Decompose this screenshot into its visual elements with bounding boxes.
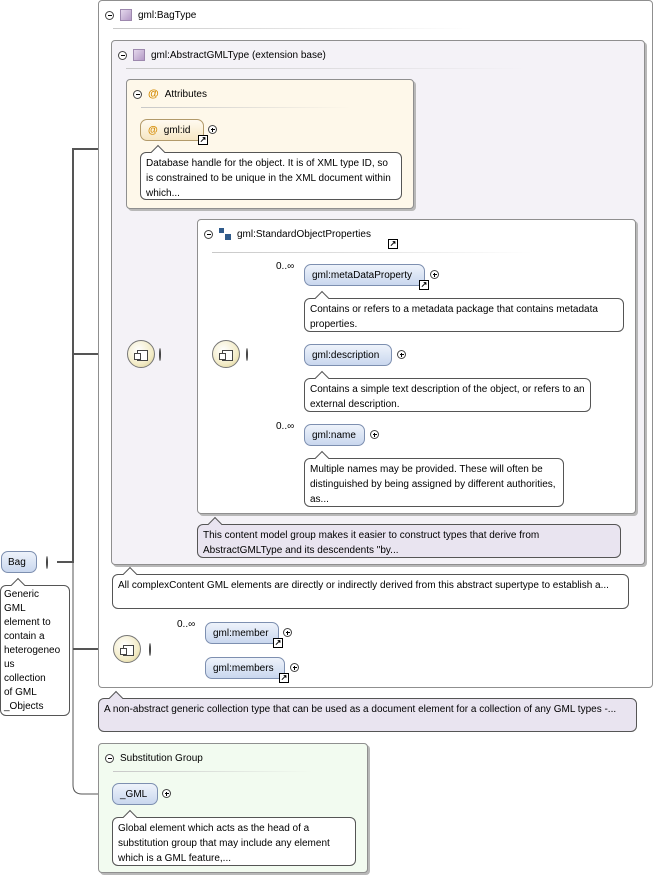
attribute-gml-id[interactable]: @ gml:id ↗ bbox=[140, 119, 208, 145]
substitution-doc: Global element which acts as the head of… bbox=[112, 817, 356, 866]
collapse-icon[interactable] bbox=[105, 753, 114, 763]
std-header: gml:StandardObjectProperties bbox=[204, 226, 371, 242]
multiplicity-label: 0..∞ bbox=[177, 619, 196, 630]
reference-arrow-icon: ↗ bbox=[198, 135, 208, 145]
std-doc: This content model group makes it easier… bbox=[197, 524, 621, 558]
collapse-icon[interactable] bbox=[118, 50, 127, 60]
group-icon bbox=[219, 228, 231, 240]
element-label: gml:description bbox=[312, 349, 380, 361]
complex-type-icon bbox=[120, 9, 132, 21]
attribute-doc: Database handle for the object. It is of… bbox=[140, 152, 402, 200]
name-doc: Multiple names may be provided. These wi… bbox=[304, 458, 564, 507]
reference-arrow-icon: ↗ bbox=[388, 239, 398, 249]
expand-icon[interactable] bbox=[370, 430, 379, 439]
collapse-icon[interactable] bbox=[149, 643, 151, 656]
attribute-icon: @ bbox=[148, 88, 159, 100]
bagtype-doc: A non-abstract generic collection type t… bbox=[98, 698, 637, 732]
element-label: gml:name bbox=[312, 429, 356, 441]
element-gml-name[interactable]: gml:name bbox=[304, 424, 365, 446]
multiplicity-label: 0..∞ bbox=[276, 261, 295, 272]
std-title: gml:StandardObjectProperties bbox=[237, 228, 371, 240]
element-bag[interactable]: Bag bbox=[1, 551, 37, 573]
abstract-type-title: gml:AbstractGMLType (extension base) bbox=[151, 49, 326, 61]
attribute-icon: @ bbox=[148, 124, 158, 136]
element-label: _GML bbox=[120, 788, 148, 800]
expand-icon[interactable] bbox=[208, 125, 217, 134]
metadata-doc: Contains or refers to a metadata package… bbox=[304, 298, 624, 332]
abstract-doc: All complexContent GML elements are dire… bbox=[112, 574, 629, 609]
element-gml-members[interactable]: gml:members ↗ bbox=[205, 657, 289, 683]
bagtype-header: gml:BagType bbox=[105, 7, 196, 23]
attributes-header: @ Attributes bbox=[133, 86, 207, 102]
element-label: Bag bbox=[8, 556, 26, 568]
reference-arrow-icon: ↗ bbox=[279, 673, 289, 683]
bag-doc: Generic GML element to contain a heterog… bbox=[0, 585, 70, 716]
collapse-icon[interactable] bbox=[204, 229, 213, 239]
bagtype-title: gml:BagType bbox=[138, 9, 197, 21]
collapse-icon[interactable] bbox=[46, 556, 48, 569]
description-doc: Contains a simple text description of th… bbox=[304, 378, 591, 412]
substitution-header: Substitution Group bbox=[105, 750, 203, 766]
expand-icon[interactable] bbox=[162, 789, 171, 798]
element-gml-member[interactable]: gml:member ↗ bbox=[205, 622, 283, 648]
element-gml-metadataproperty[interactable]: gml:metaDataProperty ↗ bbox=[304, 264, 429, 290]
attribute-label: gml:id bbox=[163, 124, 191, 136]
abstract-type-header: gml:AbstractGMLType (extension base) bbox=[118, 47, 326, 63]
sequence-compositor-icon bbox=[127, 340, 155, 368]
collapse-icon[interactable] bbox=[246, 348, 248, 361]
element-label: gml:member bbox=[213, 627, 269, 639]
element-gml-head[interactable]: _GML bbox=[112, 783, 158, 805]
expand-icon[interactable] bbox=[430, 270, 439, 279]
collapse-icon[interactable] bbox=[105, 10, 114, 20]
expand-icon[interactable] bbox=[290, 663, 299, 672]
expand-icon[interactable] bbox=[397, 350, 406, 359]
collapse-icon[interactable] bbox=[159, 348, 161, 361]
element-label: gml:members bbox=[213, 662, 274, 674]
expand-icon[interactable] bbox=[283, 628, 292, 637]
element-gml-description[interactable]: gml:description bbox=[304, 344, 392, 366]
sequence-compositor-icon bbox=[212, 340, 240, 368]
reference-arrow-icon: ↗ bbox=[419, 280, 429, 290]
collapse-icon[interactable] bbox=[133, 89, 142, 99]
substitution-title: Substitution Group bbox=[120, 752, 203, 764]
sequence-compositor-icon bbox=[113, 635, 141, 663]
reference-arrow-icon: ↗ bbox=[273, 638, 283, 648]
complex-type-icon bbox=[133, 49, 145, 61]
attributes-title: Attributes bbox=[164, 88, 207, 100]
multiplicity-label: 0..∞ bbox=[276, 421, 295, 432]
element-label: gml:metaDataProperty bbox=[312, 269, 413, 281]
